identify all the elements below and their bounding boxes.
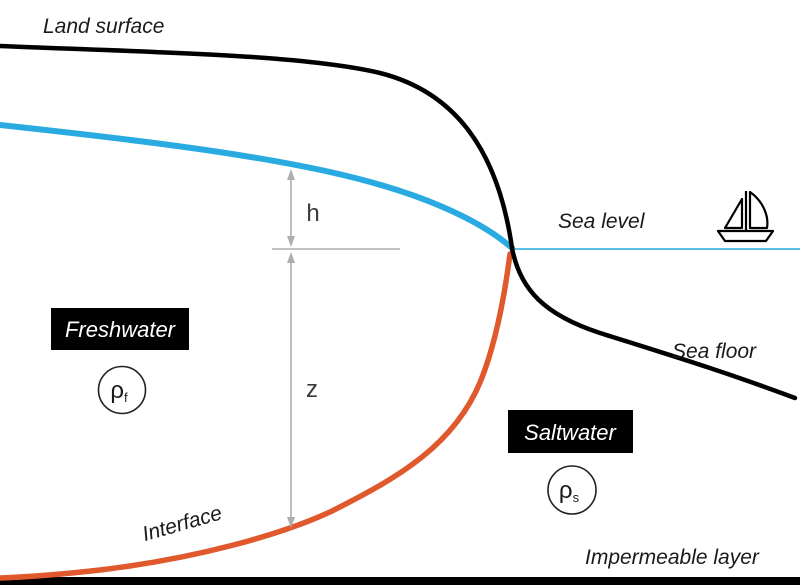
rho-f-symbol: ρf <box>110 377 128 405</box>
z-label: z <box>306 376 318 403</box>
rho-glyph: ρ <box>110 377 124 404</box>
z-arrowhead-up-icon <box>287 252 295 263</box>
sailboat-left-sail <box>723 197 744 230</box>
rho-glyph: ρ <box>559 477 573 504</box>
h-label: h <box>306 200 319 227</box>
impermeable-layer-label: Impermeable layer <box>585 546 760 569</box>
rho-f-badge: ρf <box>97 365 147 415</box>
sailboat-icon <box>716 190 775 243</box>
saltwater-box-background <box>508 410 633 453</box>
rho-s-symbol: ρs <box>559 477 580 505</box>
rho-f-subscript: f <box>124 390 128 405</box>
sailboat-right-sail <box>748 190 769 230</box>
sailboat-hull <box>716 229 775 243</box>
freshwater-box-background <box>51 308 189 350</box>
rho-f-circle <box>97 365 147 415</box>
land-surface-label: Land surface <box>43 15 164 38</box>
rho-s-subscript: s <box>573 490 580 505</box>
freshwater-label-box: Freshwater <box>51 308 189 350</box>
impermeable-layer-bar <box>0 577 800 585</box>
rho-s-circle <box>547 465 597 515</box>
h-arrowhead-up-icon <box>287 169 295 180</box>
sea-level-label: Sea level <box>558 210 646 233</box>
interface-label: Interface <box>140 501 225 546</box>
interface-curve <box>0 251 513 581</box>
land-surface-curve <box>0 43 515 251</box>
h-measure-arrow <box>287 169 295 247</box>
z-measure-arrow <box>287 252 295 528</box>
saltwater-label: Saltwater <box>524 420 617 445</box>
h-arrowhead-down-icon <box>287 236 295 247</box>
sea-floor-label: Sea floor <box>672 340 757 363</box>
saltwater-label-box: Saltwater <box>508 410 633 453</box>
z-arrowhead-down-icon <box>287 517 295 528</box>
sea-floor-curve <box>509 245 798 401</box>
freshwater-label: Freshwater <box>65 317 177 342</box>
rho-s-badge: ρs <box>547 465 597 515</box>
water-table-curve <box>0 122 515 251</box>
